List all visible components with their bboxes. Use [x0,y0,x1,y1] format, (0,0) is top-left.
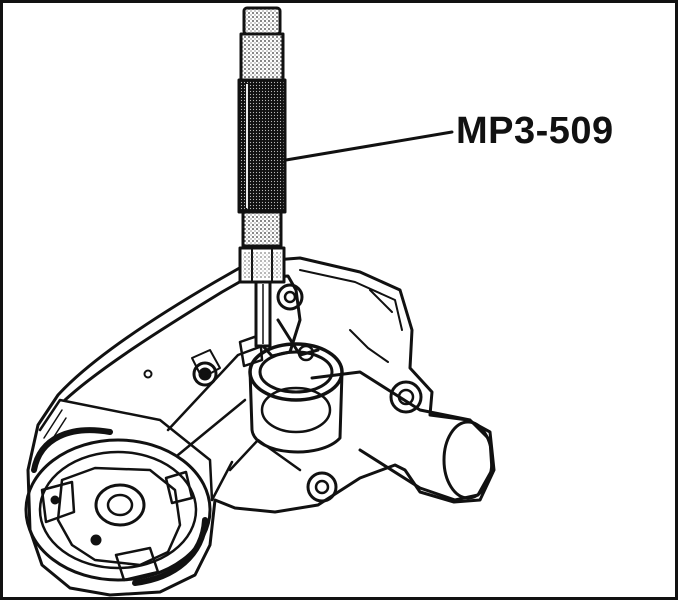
tool-top-cap [242,6,282,36]
pulley-outer-ring [24,438,212,582]
bolt-boss [389,380,423,414]
tool-upper-sleeve [239,32,285,82]
pulley-inner-ring [38,450,198,570]
bolt-boss-hole [397,388,415,406]
impeller-tab [40,480,76,524]
housing-rib [166,343,267,432]
housing-edge-line [299,269,403,331]
pump-housing-outline [26,256,496,597]
lever-bolt [297,344,315,362]
hub-hole [50,495,60,505]
pulley-hub-boss [94,483,146,527]
housing-rib [369,289,393,313]
bolt-boss-hole [314,479,330,495]
flange-face [43,409,63,439]
housing-rib [349,329,389,363]
housing-rib [210,460,234,502]
pulley-ring-band [132,517,208,586]
special-tool [237,6,287,348]
housing-edge-line [63,274,252,402]
bolt-boss [306,471,338,503]
tool-lower-collar [241,210,283,248]
impeller-tab [114,546,160,582]
lever-pivot [276,283,304,311]
housing-rib [176,398,247,457]
impeller-tab [164,470,194,505]
lever-slot [238,333,264,368]
inlet-neck-rim [248,342,344,402]
inlet-neck-inner [260,386,332,434]
pulley-ring-band [31,427,113,473]
inlet-neck-bore [258,350,334,394]
slot-feature [191,349,221,379]
tool-knurled-grip [237,78,287,214]
bolt-boss [192,361,218,387]
pulley-hub-plate [56,466,182,567]
tool-callout-label: MP3-509 [456,110,614,152]
flange-face [38,398,214,502]
inlet-neck-body [248,368,344,454]
pulley-hub-bore [106,493,134,517]
lever-pivot-hole [283,290,297,304]
outlet-neck-opening [442,420,494,500]
hub-hole [90,534,102,546]
callout-leader-line [284,130,454,162]
small-hole [143,369,153,379]
